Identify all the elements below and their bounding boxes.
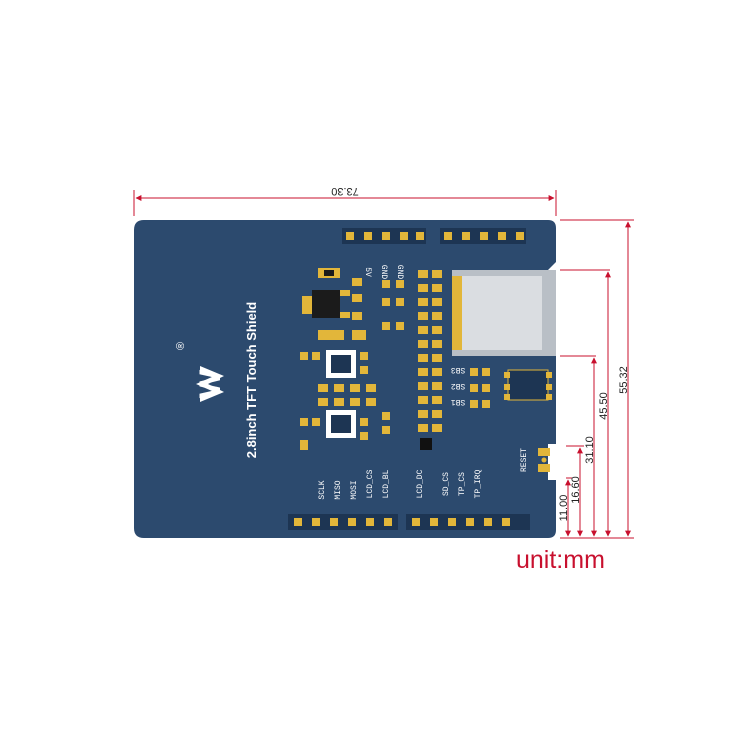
power-label-5v: 5V — [363, 267, 372, 277]
center-pad-column — [382, 270, 442, 434]
pin-label-tp-cs: TP_CS — [458, 472, 467, 496]
width-dimension: 73.30 — [331, 185, 359, 197]
pin-label-sclk: SCLK — [318, 480, 327, 499]
pcb-board — [134, 220, 562, 538]
unit-label: unit:mm — [516, 546, 605, 574]
solder-bridge-sb1: SB1 — [451, 397, 466, 406]
height-dimension-55-32: 55.32 — [618, 366, 630, 394]
pin-label-mosi: MOSI — [350, 480, 359, 499]
components — [300, 268, 552, 472]
solder-bridge-sb2: SB2 — [451, 381, 466, 390]
waveshare-logo — [196, 366, 224, 402]
top-header-pads — [342, 228, 526, 244]
pin-label-lcd-dc: LCD_DC — [416, 469, 425, 498]
silkscreen-text: W ® 2.8inch TFT Touch Shield 5V GND GND … — [175, 265, 529, 500]
bottom-header-pads — [288, 514, 530, 530]
height-dimension-16-60: 16.60 — [570, 476, 582, 504]
height-dimension-45-50: 45.50 — [598, 392, 610, 420]
sd-card-slot — [452, 270, 556, 356]
brand-mark: W — [194, 369, 227, 398]
pin-label-sd-cs: SD_CS — [442, 472, 451, 496]
height-dimension-31-10: 31.10 — [584, 436, 596, 464]
height-dimension-11-00: 11.00 — [558, 495, 570, 522]
reset-label: RESET — [520, 448, 529, 472]
board-title: 2.8inch TFT Touch Shield — [244, 302, 259, 459]
pin-label-lcd-cs: LCD_CS — [366, 469, 375, 498]
solder-bridge-sb3: SB3 — [451, 365, 466, 374]
dimension-values: 73.30 55.32 45.50 31.10 16.60 11.00 — [331, 185, 630, 521]
pin-label-miso: MISO — [334, 480, 343, 499]
power-label-gnd-2: GND — [395, 265, 404, 280]
pin-label-tp-irq: TP_IRQ — [474, 469, 483, 498]
power-label-gnd-1: GND — [379, 265, 388, 280]
registered-mark: ® — [175, 342, 187, 350]
pin-label-lcd-bl: LCD_BL — [382, 469, 391, 498]
dimension-lines — [133, 190, 634, 539]
